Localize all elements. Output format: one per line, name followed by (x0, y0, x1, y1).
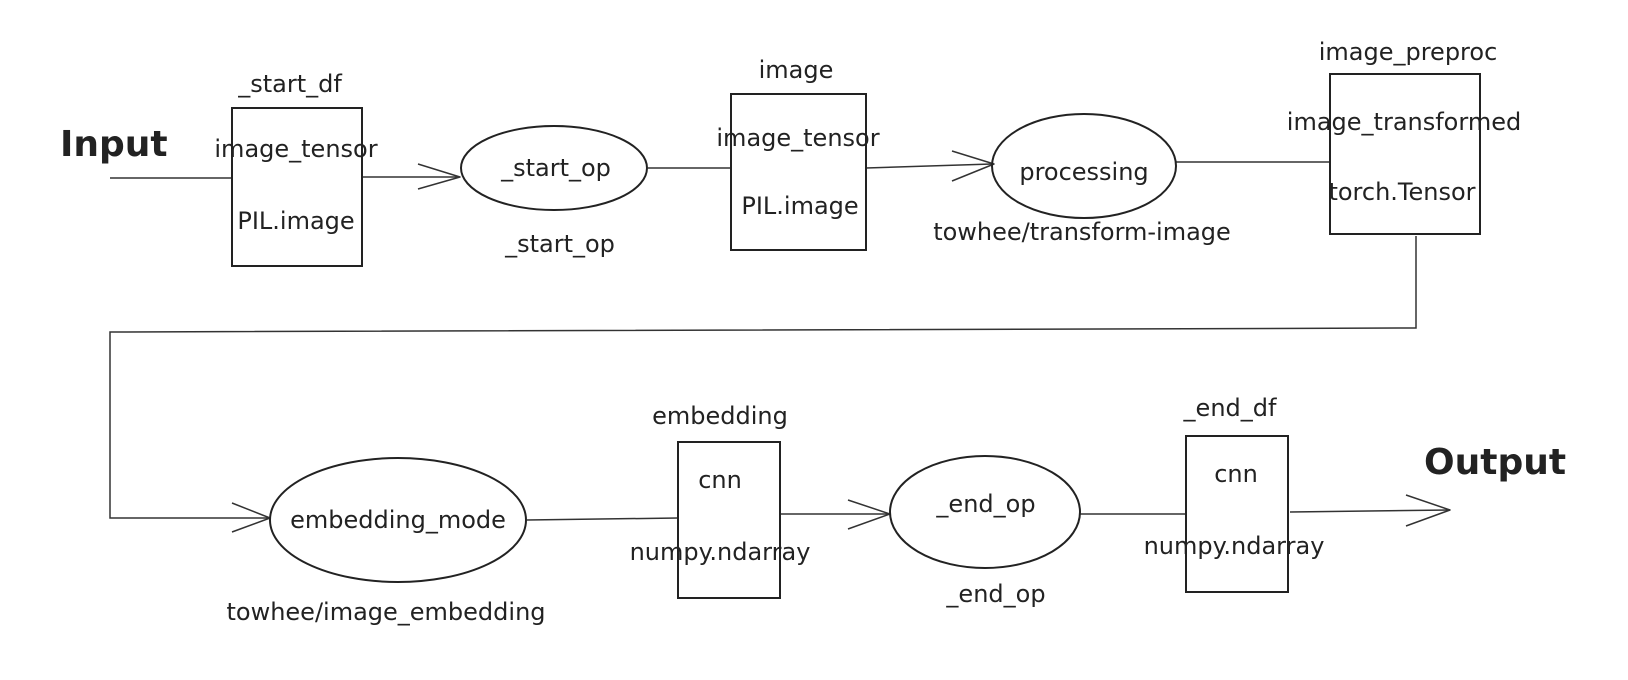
edge-preproc-wrap (109, 236, 1417, 519)
operator-end-op: _end_op _end_op (889, 455, 1081, 608)
input-label: Input (60, 124, 168, 165)
dataframe-row: PIL.image (741, 192, 858, 220)
output-label: Output (1424, 442, 1566, 483)
connectors (109, 150, 1451, 533)
dataframe-row: image_tensor (716, 124, 879, 152)
operator-caption: _start_op (504, 230, 615, 258)
operator-start-op: _start_op _start_op (460, 125, 648, 258)
dataframe-row: image_transformed (1287, 108, 1521, 136)
operator-name: _start_op (500, 154, 611, 182)
operator-name: processing (1019, 158, 1148, 186)
dataframe-row: torch.Tensor (1328, 178, 1475, 206)
operator-caption: towhee/image_embedding (226, 598, 545, 626)
dataframe-row: numpy.ndarray (630, 538, 811, 566)
dataframe-title: image (759, 56, 834, 84)
dataframe-title: image_preproc (1319, 38, 1498, 66)
dataframe-title: embedding (652, 402, 788, 430)
dataframe-row: numpy.ndarray (1144, 532, 1325, 560)
dataframe-row: image_tensor (214, 135, 377, 163)
dataframe-box (231, 107, 363, 267)
dataframe-image: image image_tensor PIL.image (716, 56, 880, 251)
edge-image-df-to-processing (865, 163, 993, 169)
operator-ellipse (460, 125, 648, 211)
dataframe-title: _start_df (237, 70, 342, 98)
dataframe-image-preproc: image_preproc image_transformed torch.Te… (1287, 38, 1521, 235)
dataframe-start-df: _start_df image_tensor PIL.image (214, 70, 378, 267)
operator-ellipse (889, 455, 1081, 569)
dataframe-row: cnn (698, 466, 742, 494)
dataframe-box (677, 441, 781, 599)
operator-caption: towhee/transform-image (933, 218, 1231, 246)
dataframe-box (730, 93, 867, 251)
operator-name: embedding_mode (290, 506, 506, 534)
arrowhead (417, 163, 461, 190)
dataframe-end-df: _end_df cnn numpy.ndarray (1144, 394, 1325, 593)
dataframe-row: cnn (1214, 460, 1258, 488)
edge-end-df-to-output (1289, 509, 1451, 513)
dataframe-box (1329, 73, 1481, 235)
operator-ellipse (269, 457, 527, 583)
operator-ellipse (991, 113, 1177, 219)
operator-caption: _end_op (945, 580, 1045, 608)
dataframe-title: _end_df (1183, 394, 1277, 422)
edge-embedding-op-to-embedding-df (526, 517, 679, 521)
dataframe-box (1185, 435, 1289, 593)
arrowhead (1405, 494, 1451, 527)
arrowhead (951, 150, 995, 182)
operator-processing: processing towhee/transform-image (933, 113, 1231, 246)
operator-name: _end_op (935, 490, 1035, 518)
operator-embedding-mode: embedding_mode towhee/image_embedding (226, 457, 546, 626)
dataframe-embedding: embedding cnn numpy.ndarray (630, 402, 811, 599)
dataframe-row: PIL.image (237, 207, 354, 235)
